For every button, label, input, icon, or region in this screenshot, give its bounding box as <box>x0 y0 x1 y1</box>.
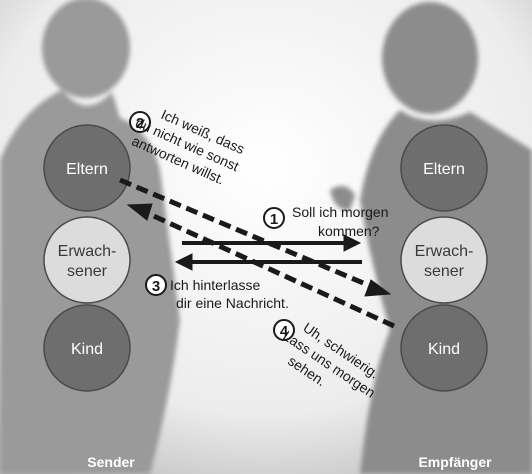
message-1-line-2: kommen? <box>318 223 380 239</box>
receiver-state-kind: Kind <box>400 304 488 392</box>
arrow-3 <box>174 253 362 271</box>
sender-state-circle <box>43 304 131 392</box>
receiver-state-erwachsener: Erwach-sener <box>400 216 488 304</box>
receiver-state-circle <box>400 124 488 212</box>
sender-state-eltern: Eltern <box>43 124 131 212</box>
message-3-line-1: Ich hinterlasse <box>170 277 260 293</box>
arrows <box>119 177 396 329</box>
sender-state-circle <box>43 216 131 304</box>
receiver-state-label: Kind <box>428 341 460 358</box>
receiver-state-label: sener <box>424 263 465 280</box>
sender-state-label: Erwach- <box>58 243 117 260</box>
svg-text:3: 3 <box>152 278 160 295</box>
sender-state-circle <box>43 124 131 212</box>
sender-state-label: sener <box>67 263 108 280</box>
arrow-4 <box>126 203 396 329</box>
sender-state-label: Eltern <box>66 161 108 178</box>
receiver-state-circle <box>400 216 488 304</box>
receiver-state-circle <box>400 304 488 392</box>
message-1-line-1: Soll ich morgen <box>292 204 389 220</box>
message-3-line-2: dir eine Nachricht. <box>176 295 289 311</box>
sender-state-label: Kind <box>71 341 103 358</box>
sender-state-kind: Kind <box>43 304 131 392</box>
sender-state-erwachsener: Erwach-sener <box>43 216 131 304</box>
svg-text:4: 4 <box>280 323 289 340</box>
number-markers: 1 2 3 4 <box>129 111 295 341</box>
sender-label: Sender <box>87 454 135 470</box>
svg-text:2: 2 <box>136 115 144 132</box>
receiver-label: Empfänger <box>418 454 492 470</box>
svg-text:1: 1 <box>270 211 278 228</box>
receiver-state-eltern: Eltern <box>400 124 488 212</box>
marker-3: 3 <box>145 274 167 296</box>
receiver-state-label: Eltern <box>423 161 465 178</box>
marker-1: 1 <box>263 207 285 229</box>
marker-4: 4 <box>273 319 295 341</box>
receiver-state-label: Erwach- <box>415 243 474 260</box>
marker-2: 2 <box>129 111 151 133</box>
arrow-2 <box>119 177 392 297</box>
